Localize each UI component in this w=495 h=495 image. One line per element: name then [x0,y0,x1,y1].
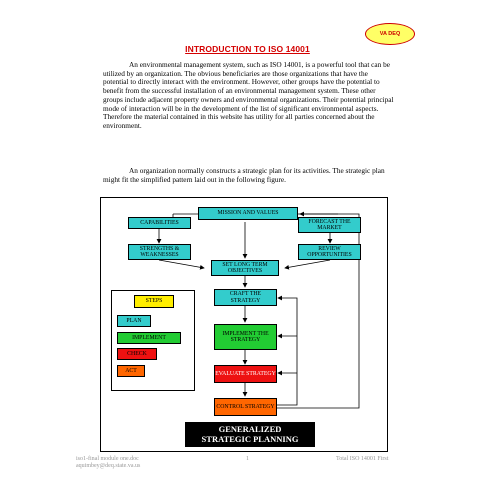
paragraph-intro-text: An environmental management system, such… [103,60,394,130]
step-implement: IMPLEMENT [117,332,181,344]
figure-caption-line1: GENERALIZED [218,424,282,434]
review-opportunities-box: REVIEW OPPORTUNITIES [298,244,361,260]
flow-arrows [156,211,360,409]
forecast-market-box: FORECAST THE MARKET [298,217,361,233]
step-act: ACT [117,365,145,377]
paragraph-strategic-plan-text: An organization normally constructs a st… [103,166,385,184]
footer-right: Total ISO 14001 First [336,456,389,462]
footer-page-number: 1 [246,456,249,462]
implement-strategy-box: IMPLEMENT THE STRATEGY [214,324,277,350]
arrow-control-craft-loop [277,295,298,406]
arrow-review-objectives [284,259,331,270]
footer-email: aquimbey@deq.state.va.us [76,463,141,469]
set-long-term-objectives-box: SET LONG TERM OBJECTIVES [211,260,279,276]
figure-caption-line2: STRATEGIC PLANNING [201,433,299,444]
figure-caption: GENERALIZED STRATEGIC PLANNING [185,422,315,447]
control-strategy-box: CONTROL STRATEGY [214,398,277,416]
paragraph-intro: An environmental management system, such… [103,60,395,131]
arrow-strengths-objectives [158,259,205,270]
footer-filename: iso1-final module one.doc [76,456,139,462]
steps-legend: STEPS PLAN IMPLEMENT CHECK ACT [111,290,195,391]
strengths-weaknesses-box: STRENGTHS & WEAKNESSES [128,244,191,260]
mission-and-values-box: MISSION AND VALUES [198,207,298,220]
page-title: INTRODUCTION TO ISO 14001 [185,44,310,54]
va-deq-badge: VA DEQ [365,23,415,45]
steps-header: STEPS [134,295,174,308]
step-check: CHECK [117,348,157,360]
step-plan: PLAN [117,315,151,327]
strategic-planning-figure: MISSION AND VALUES CAPABILITIES FORECAST… [100,197,388,452]
capabilities-box: CAPABILITIES [128,217,191,229]
footer-left: iso1-final module one.doc aquimbey@deq.s… [76,456,140,470]
paragraph-strategic-plan: An organization normally constructs a st… [103,166,395,184]
outer-loop-line-visible [277,211,360,409]
evaluate-strategy-box: EVALUATE STRATEGY [214,365,277,383]
craft-strategy-box: CRAFT THE STRATEGY [214,289,277,306]
